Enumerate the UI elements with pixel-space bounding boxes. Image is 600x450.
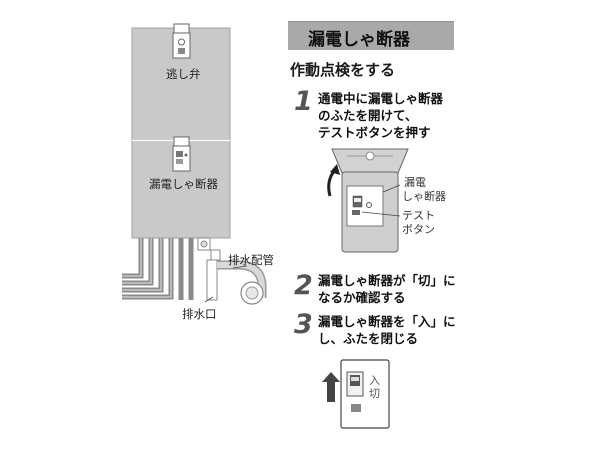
step-2-number: 2 bbox=[294, 270, 313, 301]
breaker-label-line-2: しゃ断器 bbox=[402, 190, 446, 203]
relief-valve-icon bbox=[172, 23, 191, 59]
step-1-text: 通電中に漏電しゃ断器 のふたを開けて、 テストボタンを押す bbox=[318, 90, 443, 141]
step-3-text: 漏電しゃ断器を「入」に し、ふたを閉じる bbox=[318, 313, 456, 347]
test-button-label-line-2: ボタン bbox=[402, 223, 435, 236]
section-title: 作動点検をする bbox=[290, 61, 396, 79]
switch-label-off: 切 bbox=[369, 387, 380, 400]
drain-valve bbox=[197, 237, 221, 301]
breaker-label-line-1: 漏電 bbox=[404, 176, 426, 189]
step-3-line-2: し、ふたを閉じる bbox=[318, 331, 419, 346]
test-button-label-line-1: テスト bbox=[402, 209, 435, 222]
test-button bbox=[352, 210, 360, 215]
breaker-label: 漏電 しゃ断器 bbox=[402, 176, 446, 204]
step-2-text: 漏電しゃ断器が「切」に なるか確認する bbox=[318, 272, 456, 306]
step-2-line-2: なるか確認する bbox=[318, 290, 406, 305]
step-1-line-2: のふたを開けて、 bbox=[318, 108, 418, 123]
step-3-number: 3 bbox=[294, 309, 313, 340]
breaker-box-illustration bbox=[327, 148, 409, 253]
step-1-line-3: テストボタンを押す bbox=[318, 125, 431, 140]
label-drain-pipe: 排水配管 bbox=[228, 253, 274, 267]
step-1-number: 1 bbox=[294, 86, 313, 117]
label-breaker: 漏電しゃ断器 bbox=[149, 177, 218, 191]
switch-label-on: 入 bbox=[369, 374, 380, 387]
page-title: 漏電しゃ断器 bbox=[308, 30, 410, 50]
test-button-label: テスト ボタン bbox=[402, 209, 435, 237]
label-relief-valve: 逃し弁 bbox=[166, 67, 201, 81]
step-3-line-1: 漏電しゃ断器を「入」に bbox=[318, 314, 456, 329]
breaker-icon bbox=[172, 136, 191, 172]
label-drain-outlet: 排水口 bbox=[182, 307, 217, 321]
switch-label: 入 切 bbox=[369, 374, 380, 400]
title-bar: 漏電しゃ断器 bbox=[288, 21, 454, 50]
step-2-line-1: 漏電しゃ断器が「切」に bbox=[318, 273, 456, 288]
open-lid-arrow bbox=[327, 169, 337, 197]
drain-pipe bbox=[217, 260, 267, 305]
switch-illustration bbox=[322, 359, 390, 429]
up-arrow-icon bbox=[322, 372, 340, 382]
step-1-line-1: 通電中に漏電しゃ断器 bbox=[318, 91, 444, 106]
